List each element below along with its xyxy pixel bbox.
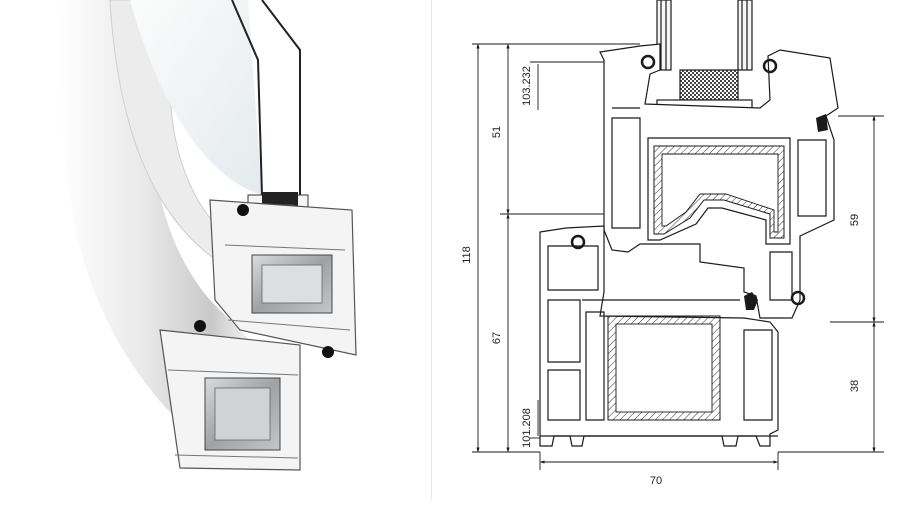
cross-section-drawing: 118 51 67 103.232 101.208 59 38 70 [461,0,884,487]
glass-edge-inner [261,0,301,195]
gasket-sash-top [816,114,828,132]
dim-label-total: 118 [461,246,473,264]
glass-edge-outer [231,0,263,196]
gasket-photo-3 [322,346,334,358]
gasket-frame-inner [790,290,806,306]
gasket-glass-inner [762,58,778,74]
dim-label-frame: 67 [491,332,503,344]
dim-label-sash: 51 [491,126,503,138]
glass-pane-photo [130,0,262,195]
gasket-photo-1 [237,204,249,216]
dim-label-profile-sash: 103.232 [521,66,533,106]
sash-chamber-line-1 [224,244,346,251]
dim-label-right-lower: 38 [849,380,861,392]
frame-chamber-line-1 [167,369,299,376]
profile-cutaway-photo [0,0,432,500]
profile-cutaway-illustration [58,0,357,471]
spacer-bar [679,69,739,101]
glass-unit [656,0,753,113]
dim-label-right: 59 [849,214,861,226]
dim-label-width: 70 [650,475,662,487]
sash-steel-inner [261,264,323,304]
frame-chamber-line-2 [174,454,299,459]
sash-chamber-line-2 [227,319,351,331]
sash-reinforcement-chamber [647,137,791,245]
gasket-frame-outer [570,234,586,250]
gasket-photo-2 [194,320,206,332]
dim-label-profile-frame: 101.208 [521,408,533,448]
panel-divider [431,0,432,500]
gasket-glass-outer [640,54,656,70]
frame-steel-inner [214,387,271,441]
gaskets [570,54,828,310]
gasket-center [744,292,758,310]
technical-drawing: 118 51 67 103.232 101.208 59 38 70 [432,0,900,500]
